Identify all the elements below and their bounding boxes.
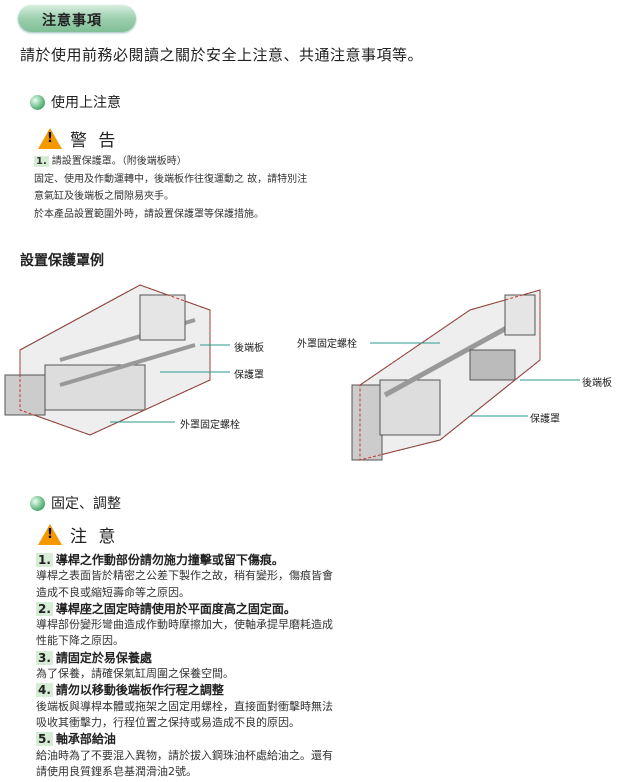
left-rear-plate-label: 後端板 [234,343,264,354]
header-title: 注意事項 [42,13,102,29]
cover-diagrams [4,284,580,461]
intro-text: 請於使用前務必閱讀之關於安全上注意、共通注意事項等。 [20,46,424,64]
item-line: 性能下降之原因。 [36,634,124,648]
bullet-ball-icon [30,495,45,511]
item-number: 2. [36,601,53,616]
item-line: 導桿部份變形彎曲造成作動時摩擦加大，使軸承提早磨耗造成 [36,618,333,632]
item-line: 後端板與導桿本體或拖架之固定用螺栓，直接面對衝擊時無法 [36,699,333,713]
warning-item: 1.請設置保護罩。（附後端板時） 固定、使用及作動運轉中，後端板作往復運動之 故… [34,153,307,223]
section-title: 固定、調整 [51,496,121,512]
section-usage-heading: 使用上注意 [30,92,121,112]
item-number: 1. [34,156,49,167]
item-number: 4. [36,683,53,698]
item-title: 請設置保護罩。（附後端板時） [51,156,187,167]
diagram-title: 設置保護罩例 [20,253,104,269]
leader-lines [110,342,580,423]
warning-triangle-icon [38,128,62,149]
item-title: 導桿之作動部份請勿施力撞擊或留下傷痕。 [55,553,284,567]
item-number: 1. [36,553,53,567]
item-line: 固定、使用及作動運轉中，後端板作往復運動之 故，請特別注 [34,173,308,185]
item-title: 導桿座之固定時請使用於平面度高之固定面。 [55,601,296,616]
warning-triangle-icon [38,524,62,545]
section-title: 使用上注意 [51,95,121,111]
left-bolt-label: 外罩固定螺栓 [180,420,240,431]
warning-label: 警 告 [70,131,119,151]
item-line: 導桿之表面皆於精密之公差下製作之故，稍有變形，傷痕皆會 [36,569,333,583]
left-cover-label: 保護罩 [234,370,264,381]
right-bolt-label: 外罩固定螺栓 [297,339,357,350]
header-badge: 注意事項 [18,5,136,32]
item-title: 請勿以移動後端板作行程之調整 [55,683,224,698]
warning-heading: 警 告 [38,126,118,151]
item-title: 軸承部給油 [55,732,116,747]
right-rear-plate-label: 後端板 [582,378,612,389]
item-line: 造成不良或縮短壽命等之原因。 [36,585,190,599]
item-number: 5. [36,732,53,747]
item-line: 意氣缸及後端板之間隙易夾手。 [34,191,174,202]
section-fixing-heading: 固定、調整 [30,493,121,513]
left-cylinder-illustration [4,284,211,436]
item-line: 為了保養，請確保氣缸周圍之保養空間。 [36,667,234,681]
item-title: 請固定於易保養處 [55,650,152,665]
item-number: 3. [36,650,53,665]
item-line: 請使用良質鋰系皂基潤滑油2號。 [36,764,197,778]
right-cover-label: 保護罩 [530,414,560,425]
caution-label: 注 意 [70,527,119,547]
item-line: 給油時為了不要混入異物，請於拔入鋼珠油杯處給油之。還有 [36,748,333,762]
item-line: 吸收其衝擊力，行程位置之保持或易造成不良的原因。 [36,715,300,729]
right-cylinder-illustration [351,289,541,461]
caution-heading: 注 意 [38,522,118,547]
caution-items: 1.導桿之作動部份請勿施力撞擊或留下傷痕。 導桿之表面皆於精密之公差下製作之故，… [36,552,333,780]
bullet-ball-icon [30,94,45,110]
item-line: 於本產品設置範圍外時，請設置保護罩等保護措施。 [34,208,264,220]
